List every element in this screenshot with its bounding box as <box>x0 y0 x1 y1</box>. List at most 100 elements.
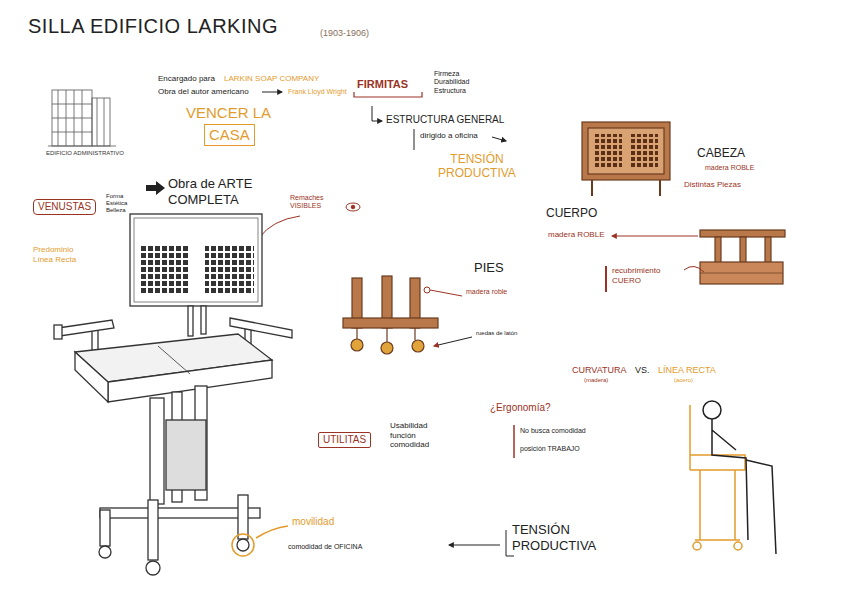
chair-drawing <box>201 306 206 334</box>
note-label: madera roble <box>466 288 507 296</box>
note-label: Forma Estética Belleza <box>106 193 144 215</box>
wheel-highlight <box>232 534 254 556</box>
seated-figure <box>693 542 701 550</box>
leader-line <box>424 236 704 346</box>
head-detail <box>582 122 670 180</box>
leader-line <box>684 266 704 272</box>
box-text: VENUSTAS <box>38 201 91 213</box>
note-label: FIRMITAS <box>357 78 408 91</box>
body-detail <box>700 230 785 284</box>
boxed-term: CASA <box>204 124 255 146</box>
note-label: madera ROBLE <box>548 230 604 240</box>
building-sketch <box>92 98 110 146</box>
chair-drawing <box>237 539 249 551</box>
body-detail <box>740 237 746 263</box>
note-label: Encargado para <box>158 74 215 84</box>
chair-drawing <box>205 245 254 294</box>
feet-detail <box>412 340 424 352</box>
eye-symbol <box>351 205 355 209</box>
feet-detail <box>351 339 363 351</box>
box-text: UTILITAS <box>323 434 366 446</box>
note-label: Obra del autor americano <box>158 87 249 97</box>
feet-detail <box>357 328 415 342</box>
head-detail <box>594 134 622 168</box>
head-detail <box>592 180 660 196</box>
arrow-line <box>372 106 382 121</box>
leader-line <box>612 236 698 237</box>
chair-drawing <box>230 318 292 338</box>
feet-detail <box>381 342 393 354</box>
note-label: ESTRUCTURA GENERAL <box>386 114 504 126</box>
chair-drawing <box>238 495 248 539</box>
chair-drawing <box>146 561 160 575</box>
chair-drawing <box>100 510 110 546</box>
head-detail <box>582 122 670 196</box>
note-label: (1903-1906) <box>320 28 369 39</box>
chair-drawing <box>158 346 190 374</box>
chair-drawing <box>141 245 190 294</box>
arrow-line <box>513 425 515 458</box>
note-label: Predominio Línea Recta <box>33 245 89 264</box>
note-label: Remaches VISIBLES <box>290 194 342 211</box>
seated-figure <box>690 405 745 540</box>
note-label: ¿Ergonomía? <box>490 402 551 414</box>
chair-drawing <box>99 546 111 558</box>
note-label: LARKIN SOAP COMPANY <box>224 74 319 84</box>
firmitas-bracket <box>354 92 422 97</box>
note-label: TENSIÓN PRODUCTIVA <box>512 522 612 553</box>
title: SILLA EDIFICIO LARKING <box>28 14 278 38</box>
note-label: VENCER LA <box>186 104 271 122</box>
head-detail <box>630 134 658 168</box>
building-sketch <box>48 146 116 147</box>
note-label: Frank Lloyd Wright <box>288 88 347 96</box>
note-label: Firmeza Durabilidad Estructura <box>434 70 494 95</box>
note-label: madera ROBLE <box>705 164 754 172</box>
building-sketch <box>52 90 104 146</box>
body-detail <box>700 230 785 237</box>
body-detail <box>700 262 783 284</box>
chair-drawing <box>166 420 206 490</box>
note-label: Obra de ARTE COMPLETA <box>168 176 280 207</box>
chair-drawing <box>54 325 62 339</box>
boxed-term: UTILITAS <box>318 432 371 448</box>
note-label: No busca comodidad <box>520 427 586 435</box>
chair-drawing <box>100 508 260 518</box>
note-label: CURVATURA <box>572 365 627 376</box>
chair-drawing <box>148 500 158 560</box>
note-label: recubrimiento CUERO <box>612 266 684 285</box>
head-detail <box>588 128 664 174</box>
note-label: posición TRABAJO <box>520 445 580 453</box>
venustas-arrow <box>146 181 165 195</box>
body-detail <box>700 273 783 274</box>
note-label: Usabilidad función comodidad <box>390 421 454 450</box>
chair-drawing <box>150 398 164 504</box>
feet-detail <box>343 318 438 328</box>
eye-symbol <box>259 216 300 238</box>
note-label: PIES <box>474 260 504 276</box>
note-label: TENSIÓN PRODUCTIVA <box>428 152 526 181</box>
chair-drawing <box>188 306 193 336</box>
note-label: movilidad <box>292 516 334 528</box>
seated-figure <box>712 419 776 554</box>
arrow-line <box>449 545 500 546</box>
note-label: (madera) <box>584 377 608 384</box>
note-label: ruedas de latón <box>476 330 522 337</box>
feet-detail <box>343 276 438 354</box>
note-label: comodidad de OFICINA <box>288 543 362 551</box>
note-label: EDIFICIO ADMINISTRATIVO <box>46 150 124 157</box>
seated-figure <box>734 542 742 550</box>
arrow-line <box>262 92 282 93</box>
note-label: LÍNEA RECTA <box>658 365 716 376</box>
venustas-arrow <box>146 181 165 195</box>
chair-drawing <box>134 218 258 302</box>
note-label: dirigido a oficina <box>420 131 478 141</box>
leader-line <box>424 287 430 293</box>
leader-line <box>605 266 607 292</box>
body-detail <box>715 237 721 263</box>
boxed-term: VENUSTAS <box>33 199 96 215</box>
wheel-highlight <box>232 526 288 556</box>
leader-line <box>430 290 462 296</box>
arrow-line <box>492 137 506 141</box>
